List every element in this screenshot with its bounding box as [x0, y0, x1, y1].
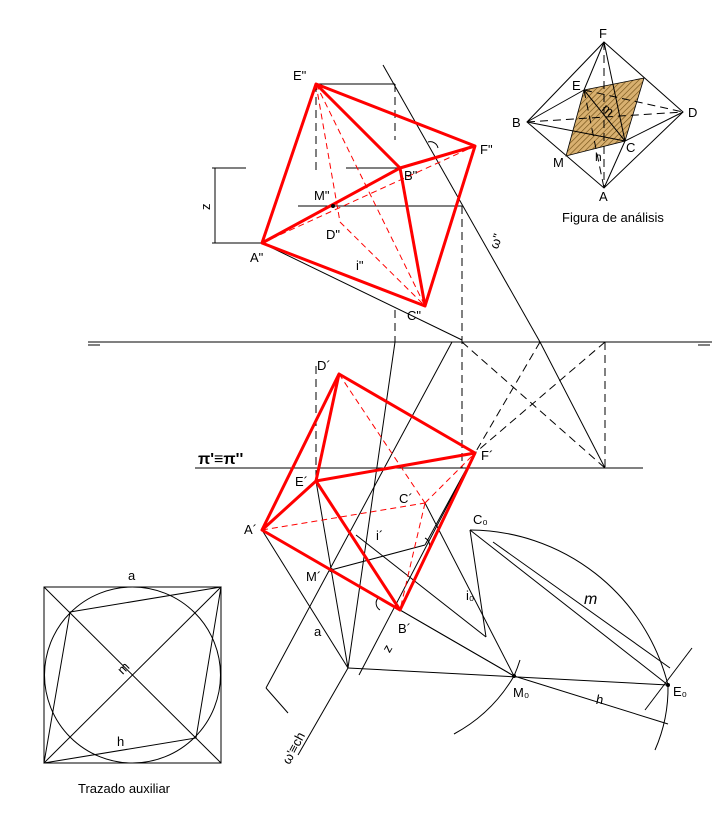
label-m-aux: m: [114, 659, 132, 677]
vertical-projection-pyramid: [260, 82, 477, 308]
label-z2: z: [198, 204, 213, 211]
label-C1: C´: [399, 491, 413, 506]
label-F1: F´: [481, 448, 493, 463]
horizontal-labels: D´ F´ E´ A´ C´ B´ M´ i´ a z C₀ M₀ E₀ i₀ …: [244, 358, 687, 767]
label-F: F: [599, 26, 607, 41]
label-E0: E₀: [673, 684, 687, 699]
auxiliary-labels: a m h Trazado auxiliar: [78, 568, 171, 796]
label-h1: h: [596, 692, 603, 707]
vertical-labels: E" B" F" A" C" M" D" i" z ω": [198, 68, 506, 323]
analysis-figure: [526, 41, 684, 189]
label-omega-ch: ω'≡ch: [279, 730, 308, 767]
label-E: E: [572, 78, 581, 93]
label-E1: E´: [295, 474, 308, 489]
label-M0: M₀: [513, 685, 529, 700]
auxiliary-figure: [43, 586, 222, 764]
label-a-aux: a: [128, 568, 136, 583]
label-E2: E": [293, 68, 307, 83]
label-D: D: [688, 105, 697, 120]
label-M2: M": [314, 188, 330, 203]
label-i1: i´: [376, 528, 383, 543]
label-B: B: [512, 115, 521, 130]
horizontal-construction-lines: [261, 341, 693, 756]
label-C2: C": [407, 308, 421, 323]
label-B1: B´: [398, 621, 411, 636]
label-m1: m: [584, 591, 597, 608]
label-D1: D´: [317, 358, 331, 373]
label-B2: B": [404, 168, 418, 183]
label-z1: z: [379, 642, 395, 655]
horizontal-projection-pyramid: [260, 372, 477, 612]
analysis-labels: F E B D M C A m h Figura de análisis: [512, 26, 697, 225]
label-F2: F": [480, 142, 493, 157]
label-i0: i₀: [466, 588, 474, 603]
label-A1: A´: [244, 522, 257, 537]
plane-label: π'≡π'': [198, 451, 243, 468]
label-M: M: [553, 155, 564, 170]
label-A2: A": [250, 250, 264, 265]
label-D2: D": [326, 227, 340, 242]
label-C0: C₀: [473, 512, 488, 527]
label-omega2: ω": [486, 231, 505, 250]
label-h: h: [595, 150, 602, 164]
label-h-aux: h: [117, 734, 124, 749]
label-C: C: [626, 140, 635, 155]
label-i2: i": [356, 258, 364, 273]
ground-line: [88, 341, 712, 346]
label-a1: a: [314, 624, 322, 639]
label-A: A: [599, 189, 608, 204]
label-M1: M´: [306, 569, 321, 584]
auxiliary-title: Trazado auxiliar: [78, 781, 171, 796]
vertical-construction-lines: [212, 64, 606, 469]
analysis-title: Figura de análisis: [562, 210, 664, 225]
